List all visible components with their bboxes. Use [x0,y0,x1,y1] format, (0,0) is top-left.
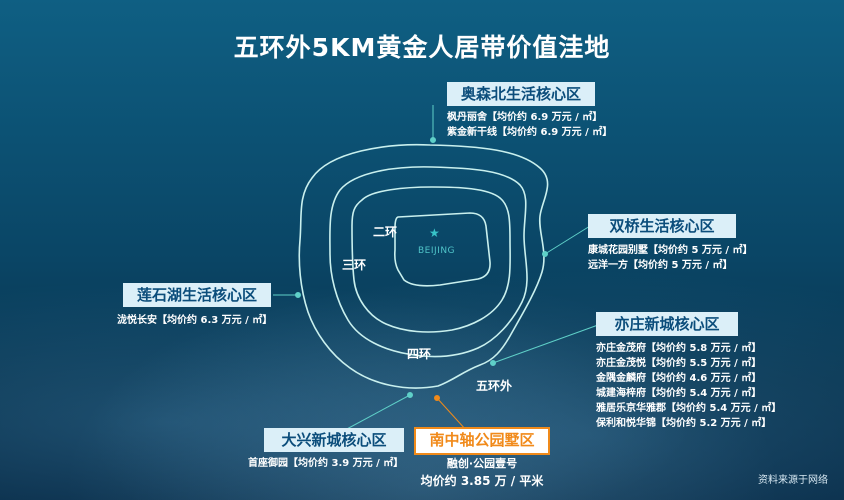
list-item: 枫丹丽舍【均价约 6.9 万元 / ㎡】 [447,112,603,123]
ring-5-outline [298,143,549,389]
page-title: 五环外5KM黄金人居带价值洼地 [233,33,611,62]
source-note: 资料来源于网络 [758,475,828,486]
connector-yizhuang [492,324,599,364]
zone-daxing-list: 首座御园【均价约 3.9 万元 / ㎡】 [248,456,403,471]
zone-nanzhongzhou-price: 均价约 3.85 万 / 平米 [420,474,544,488]
list-item: 康城花园别墅【均价约 5 万元 / ㎡】 [588,245,753,256]
connector-dot-aosen [430,137,436,143]
zone-lianshihu-list: 泷悦长安【均价约 6.3 万元 / ㎡】 [117,313,272,328]
list-item: 保利和悦华锦【均价约 5.2 万元 / ㎡】 [596,418,772,429]
zone-daxing-title: 大兴新城核心区 [264,428,404,452]
zone-yizhuang-list: 亦庄金茂府【均价约 5.8 万元 / ㎡】 亦庄金茂悦【均价约 5.5 万元 /… [596,341,781,431]
ring-4-outline [329,166,528,358]
zone-shuangqiao-list: 康城花园别墅【均价约 5 万元 / ㎡】 远洋一方【均价约 5 万元 / ㎡】 [588,243,753,273]
zone-aosen-list: 枫丹丽舍【均价约 6.9 万元 / ㎡】 紫金新干线【均价约 6.9 万元 / … [447,110,612,140]
star-icon: ★ [429,226,440,240]
ring-label-outside-5: 五环外 [476,379,513,393]
list-item: 亦庄金茂府【均价约 5.8 万元 / ㎡】 [596,343,762,354]
list-item: 紫金新干线【均价约 6.9 万元 / ㎡】 [447,127,613,138]
connector-dot-lianshihu [295,292,301,298]
zone-shuangqiao-title: 双桥生活核心区 [588,214,736,238]
zone-aosen-title: 奥森北生活核心区 [447,82,595,106]
center-label: BEIJING [418,246,456,256]
list-item: 远洋一方【均价约 5 万元 / ㎡】 [588,260,733,271]
connector-shuangqiao [544,225,591,255]
zone-lianshihu-title: 莲石湖生活核心区 [123,283,271,307]
connector-dot-nanzhongzhou [434,395,440,401]
connector-daxing [344,394,411,431]
ring-3-outline [351,186,511,333]
ring-label-4: 四环 [407,347,432,361]
list-item: 城建海梓府【均价约 5.4 万元 / ㎡】 [596,388,762,399]
connector-dot-yizhuang [490,360,496,366]
ring-2-outline [394,212,491,287]
ring-label-2: 二环 [373,225,398,239]
list-item: 亦庄金茂悦【均价约 5.5 万元 / ㎡】 [596,358,762,369]
list-item: 泷悦长安【均价约 6.3 万元 / ㎡】 [117,315,273,326]
connector-nanzhongzhou [436,397,467,431]
connector-dot-shuangqiao [542,251,548,257]
zone-nanzhongzhou-project: 融创·公园壹号 [446,457,518,470]
list-item: 首座御园【均价约 3.9 万元 / ㎡】 [248,458,404,469]
connector-dot-daxing [407,392,413,398]
zone-yizhuang-title: 亦庄新城核心区 [596,312,738,336]
ring-label-3: 三环 [342,258,367,272]
zone-nanzhongzhou-title: 南中轴公园墅区 [414,427,550,455]
list-item: 金隅金麟府【均价约 4.6 万元 / ㎡】 [596,373,762,384]
list-item: 雅居乐京华雅郡【均价约 5.4 万元 / ㎡】 [596,403,782,414]
